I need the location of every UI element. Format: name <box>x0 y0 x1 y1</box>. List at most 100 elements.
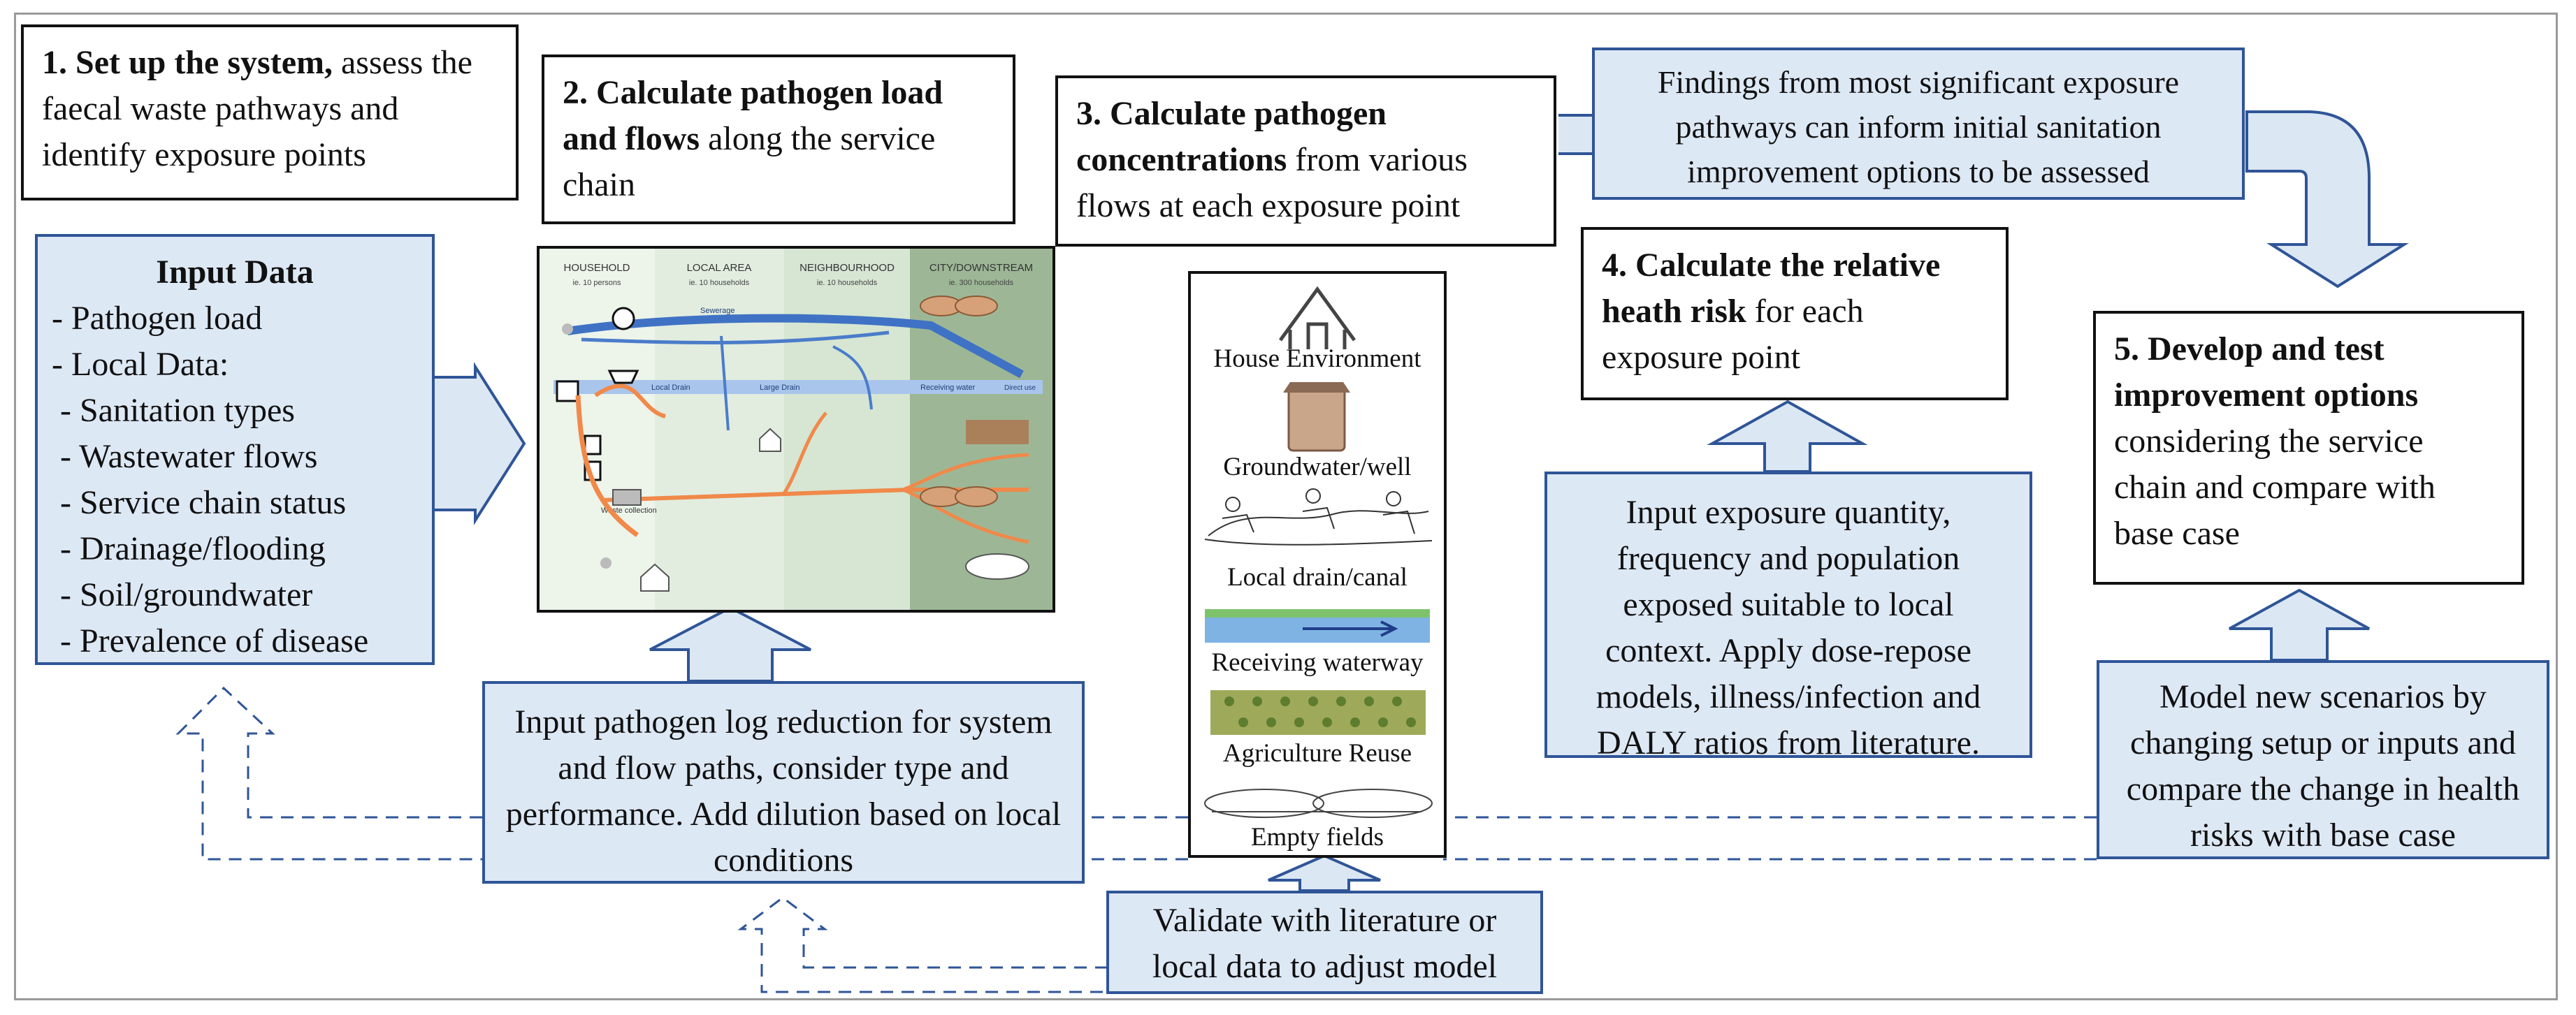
house-icon <box>759 428 781 452</box>
agriculture-icon <box>1210 690 1426 735</box>
model-scenarios-box: Model new scenarios by changing setup or… <box>2097 660 2549 859</box>
chain-flow-label: Direct use <box>1004 384 1036 392</box>
exposure-label: Empty fields <box>1250 823 1384 852</box>
exposure-label: Agriculture Reuse <box>1222 739 1412 768</box>
step1-box: 1. Set up the system, assess the faecal … <box>21 24 519 200</box>
house-icon <box>640 563 670 592</box>
findings-box: Findings from most significant exposure … <box>1592 48 2245 200</box>
exposure-input-text: Input exposure quantity, frequency and p… <box>1595 494 1981 761</box>
model-scenarios-text: Model new scenarios by changing setup or… <box>2126 678 2520 854</box>
exposure-input-box: Input exposure quantity, frequency and p… <box>1544 472 2032 761</box>
blue-flow <box>581 330 890 344</box>
arrow-pathogen-up <box>649 606 811 682</box>
empty-field-icon <box>1204 789 1433 818</box>
findings-text: Findings from most significant exposure … <box>1657 64 2180 189</box>
step1-text: assess the faecal waste pathways and ide… <box>42 44 472 173</box>
step1-bold: 1. Set up the system, <box>42 44 333 81</box>
exposure-label: House Environment <box>1213 344 1421 373</box>
step2-bold: 2. Calculate pathogen load and flows <box>563 74 943 157</box>
arrow-scenarios-up <box>2229 588 2370 662</box>
arrow-input-to-chain <box>432 362 526 525</box>
step3-bold: 3. Calculate pathogen concentrations <box>1076 95 1387 178</box>
treatment-pond <box>955 486 998 507</box>
exposure-points-column: House Environment Groundwater/well Local… <box>1188 271 1447 858</box>
step5-text: considering the service chain and compar… <box>2114 423 2436 552</box>
step3-text: from various flows at each exposure poin… <box>1076 141 1468 224</box>
exposure-icons <box>1204 286 1433 818</box>
input-data-item: - Pathogen load <box>52 300 263 337</box>
chain-column-subtitle: ie. 300 households <box>949 279 1014 287</box>
chain-flow-label: Sewerage <box>700 307 735 315</box>
exposure-label: Groundwater/well <box>1223 453 1412 481</box>
input-data-item: - Service chain status <box>52 484 347 521</box>
drain-channel <box>553 380 1043 394</box>
orange-flow <box>782 411 827 495</box>
orange-flow <box>594 384 666 418</box>
person-icon <box>600 557 612 569</box>
chain-flow-label: Receiving water <box>920 384 976 392</box>
chain-column-subtitle: ie. 10 households <box>689 279 750 287</box>
input-data-item: - Drainage/flooding <box>52 530 326 567</box>
tank-icon <box>607 370 639 384</box>
step3-box: 3. Calculate pathogen concentrations fro… <box>1055 75 1556 247</box>
blue-flow <box>832 345 873 410</box>
manhole-icon <box>612 307 635 330</box>
chain-flow-label: Large Drain <box>760 384 799 392</box>
flow-arrow-icon <box>1303 620 1398 637</box>
person-icon <box>562 323 573 335</box>
input-data-item: - Wastewater flows <box>52 438 318 475</box>
step2-text: along the service chain <box>563 120 936 203</box>
step2-box: 2. Calculate pathogen load and flows alo… <box>542 54 1015 224</box>
chain-column-subtitle: ie. 10 persons <box>572 279 621 287</box>
input-data-box: Input Data - Pathogen load - Local Data:… <box>35 234 435 665</box>
dashed-feedback <box>175 686 2097 993</box>
input-data-item: - Prevalence of disease <box>52 622 369 659</box>
well-icon <box>1283 382 1350 393</box>
crop-rows <box>1224 696 1416 727</box>
arrow-findings-to-step5 <box>2245 110 2409 289</box>
orange-flow <box>902 488 1029 544</box>
well-icon <box>1287 386 1346 452</box>
empty-field <box>965 553 1029 580</box>
chain-column-label: HOUSEHOLD <box>563 262 630 274</box>
step4-box: 4. Calculate the relative heath risk for… <box>1581 227 2009 400</box>
validate-text: Validate with literature or local data t… <box>1152 902 1498 985</box>
step4-text: for each exposure point <box>1602 293 1864 376</box>
latrine-icon <box>584 435 602 455</box>
input-data-item: - Local Data: <box>52 346 229 383</box>
blue-flow <box>720 335 730 431</box>
orange-flow <box>575 395 639 537</box>
step5-bold: 5. Develop and test improvement options <box>2114 330 2419 414</box>
chain-flow-label: Local Drain <box>651 384 690 392</box>
people-at-drain-icon <box>1204 488 1433 546</box>
toilet-icon <box>556 380 579 402</box>
input-data-item: - Sanitation types <box>52 392 295 429</box>
step5-box: 5. Develop and test improvement options … <box>2093 311 2524 585</box>
chain-column-label: CITY/DOWNSTREAM <box>929 262 1033 274</box>
pathogen-input-box: Input pathogen log reduction for system … <box>482 681 1085 884</box>
exposure-label: Receiving waterway <box>1211 648 1424 677</box>
chain-column-label: LOCAL AREA <box>687 262 752 274</box>
exposure-label: Local drain/canal <box>1227 563 1408 592</box>
truck-icon <box>612 489 642 506</box>
input-data-item: - Soil/groundwater <box>52 576 313 613</box>
chain-column-label: NEIGHBOURHOOD <box>799 262 895 274</box>
waterway-icon <box>1205 609 1430 618</box>
service-chain-graphic: HOUSEHOLD LOCAL AREA NEIGHBOURHOOD CITY/… <box>540 249 1052 610</box>
connector-step3-findings <box>1558 114 1595 155</box>
orange-flow <box>902 453 1029 492</box>
validate-box: Validate with literature or local data t… <box>1106 891 1543 994</box>
pathogen-input-text: Input pathogen log reduction for system … <box>505 703 1062 879</box>
house-icon <box>1278 286 1356 342</box>
arrow-exposure-up <box>1707 400 1868 473</box>
input-data-title: Input Data <box>156 254 314 291</box>
arrow-validate-up <box>1268 854 1381 892</box>
service-chain-illustration: HOUSEHOLD LOCAL AREA NEIGHBOURHOOD CITY/… <box>537 246 1055 613</box>
treatment-pond <box>955 295 998 316</box>
step4-bold: 4. Calculate the relative heath risk <box>1602 247 1941 330</box>
chain-column-subtitle: ie. 10 households <box>817 279 878 287</box>
field-patch <box>966 420 1029 444</box>
house-icon <box>1288 322 1347 349</box>
